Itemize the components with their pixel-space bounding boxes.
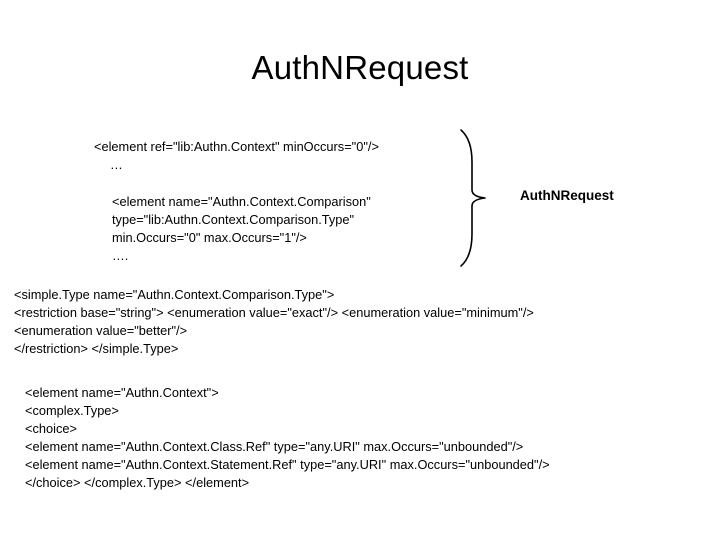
code-block-authn-context: <element name="Authn.Context"> <complex.… [25,384,550,492]
brace-label: AuthNRequest [520,188,614,203]
code-line: <complex.Type> [25,403,119,418]
brace-annotation-group [455,128,495,268]
code-line: <element name="Authn.Context.Statement.R… [25,457,550,472]
code-block-comparison: <element name="Authn.Context.Comparison"… [112,193,371,265]
page-title: AuthNRequest [251,49,469,86]
code-line: <simple.Type name="Authn.Context.Compari… [14,287,335,302]
code-line: </choice> </complex.Type> </element> [25,475,250,490]
code-line-ellipsis: … [110,157,123,172]
code-line: <restriction base="string"> <enumeration… [14,305,534,320]
code-block-context-ref: <element ref="lib:Authn.Context" minOccu… [94,138,379,174]
code-line: <enumeration value="better"/> [14,323,188,338]
code-line: </restriction> </simple.Type> [14,341,179,356]
code-line: <element ref="lib:Authn.Context" minOccu… [94,139,379,154]
code-line: <element name="Authn.Context.Comparison" [112,194,371,209]
right-curly-brace-icon [460,129,486,267]
code-line: <element name="Authn.Context.Class.Ref" … [25,439,524,454]
code-line: type="lib:Authn.Context.Comparison.Type" [112,212,355,227]
code-line: min.Occurs="0" max.Occurs="1"/> [112,230,307,245]
code-line: <element name="Authn.Context"> [25,385,219,400]
code-block-simple-type: <simple.Type name="Authn.Context.Compari… [14,286,534,358]
code-line-ellipsis: …. [112,248,129,263]
code-line: <choice> [25,421,77,436]
